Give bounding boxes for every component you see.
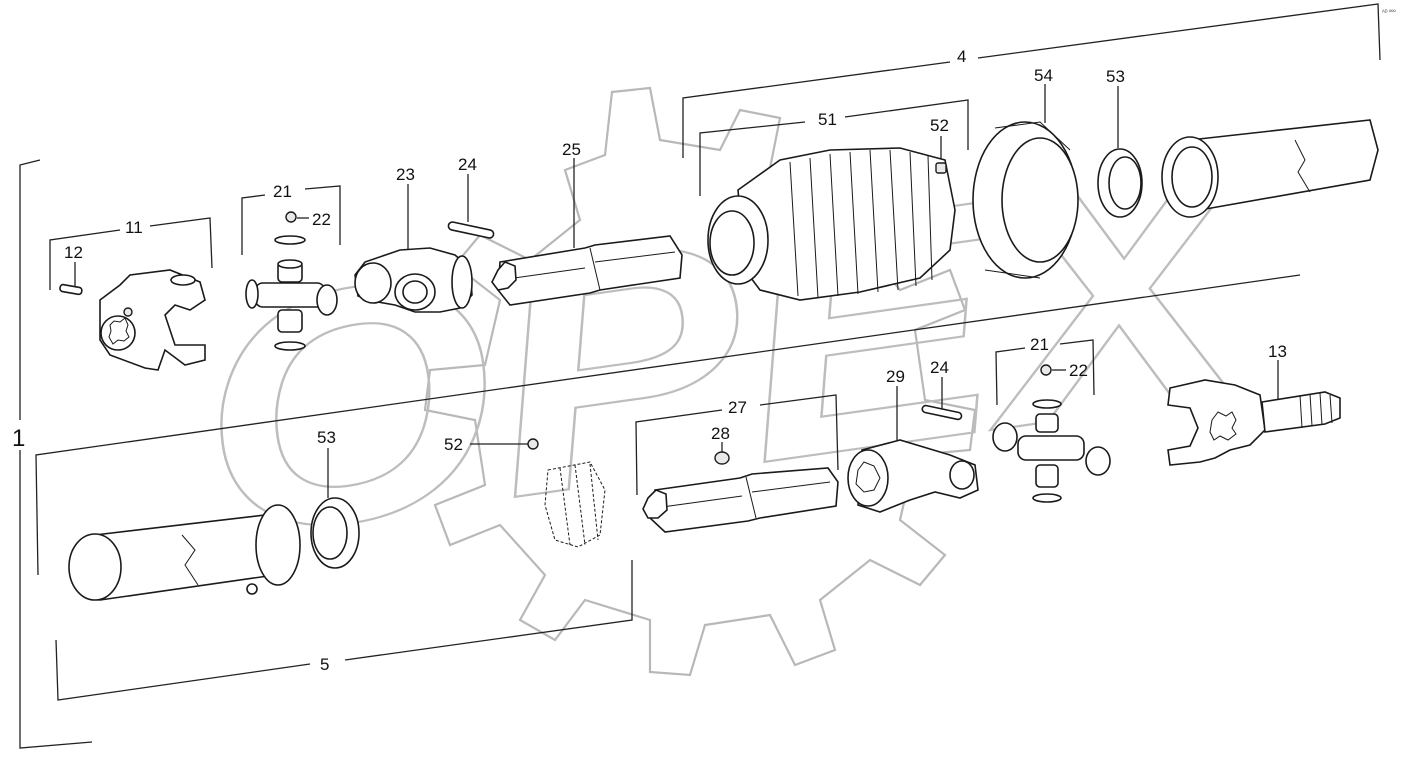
callout-27: 27 xyxy=(728,398,747,417)
screw-52-upper xyxy=(935,162,947,174)
collar-28 xyxy=(714,451,730,465)
callout-labels: 1 4 5 11 12 13 21 21 22 22 23 24 24 25 2… xyxy=(12,8,1396,674)
inner-yoke-29 xyxy=(847,439,979,513)
callout-4: 4 xyxy=(957,47,966,66)
grease-nipple-22-lower xyxy=(1040,364,1052,376)
callout-25: 25 xyxy=(562,140,581,159)
callout-24-lower: 24 xyxy=(930,358,949,377)
callout-53-upper: 53 xyxy=(1106,67,1125,86)
corner-mark: ᴬᴰ ººº xyxy=(1381,8,1396,16)
callout-1: 1 xyxy=(12,425,25,452)
callout-11: 11 xyxy=(125,218,143,237)
callout-51: 51 xyxy=(818,110,837,129)
bracket-27 xyxy=(635,394,839,496)
bracket-21-lower xyxy=(995,339,1095,406)
pin-24-upper xyxy=(447,221,495,239)
bracket-middle-line xyxy=(35,274,1301,576)
callout-22-upper: 22 xyxy=(312,210,331,229)
yoke-11 xyxy=(99,269,206,371)
screw-52-lower xyxy=(527,438,539,450)
bolt-12 xyxy=(59,283,83,296)
guard-cone-51 xyxy=(707,147,956,301)
group-brackets xyxy=(19,3,1381,749)
inner-yoke-23 xyxy=(354,247,473,313)
callout-28: 28 xyxy=(711,424,730,443)
bracket-51 xyxy=(699,99,969,196)
bearing-ring-53-lower xyxy=(310,497,360,569)
bracket-1 xyxy=(19,159,93,749)
callout-53-lower: 53 xyxy=(317,428,336,447)
callout-29: 29 xyxy=(886,367,905,386)
callout-5: 5 xyxy=(320,655,329,674)
pin-24-lower xyxy=(921,404,963,421)
bearing-ring-53-upper xyxy=(1097,148,1143,218)
callout-23: 23 xyxy=(396,165,415,184)
callout-24-upper: 24 xyxy=(458,155,477,174)
bracket-5 xyxy=(55,560,633,701)
grease-nipple-22-upper xyxy=(285,211,297,223)
callout-21-lower: 21 xyxy=(1030,335,1049,354)
profile-tube-27 xyxy=(642,467,839,533)
callout-22-lower: 22 xyxy=(1069,361,1088,380)
bracket-4 xyxy=(682,3,1381,158)
cross-21-lower xyxy=(992,399,1111,503)
callout-21-upper: 21 xyxy=(273,182,292,201)
yoke-13 xyxy=(1167,379,1341,466)
bracket-11 xyxy=(49,217,213,290)
shield-cage xyxy=(544,461,606,548)
bracket-21-upper xyxy=(241,185,341,255)
callout-12: 12 xyxy=(64,243,83,262)
bellows-ring-54 xyxy=(972,121,1079,279)
cross-21-upper xyxy=(245,235,338,351)
profile-tube-25 xyxy=(491,235,683,306)
callout-54: 54 xyxy=(1034,66,1053,85)
callout-52-upper: 52 xyxy=(930,116,949,135)
callout-13: 13 xyxy=(1268,342,1287,361)
guard-tube-upper xyxy=(1161,119,1379,218)
guard-tube-lower xyxy=(68,504,301,601)
callout-52-lower: 52 xyxy=(444,435,463,454)
